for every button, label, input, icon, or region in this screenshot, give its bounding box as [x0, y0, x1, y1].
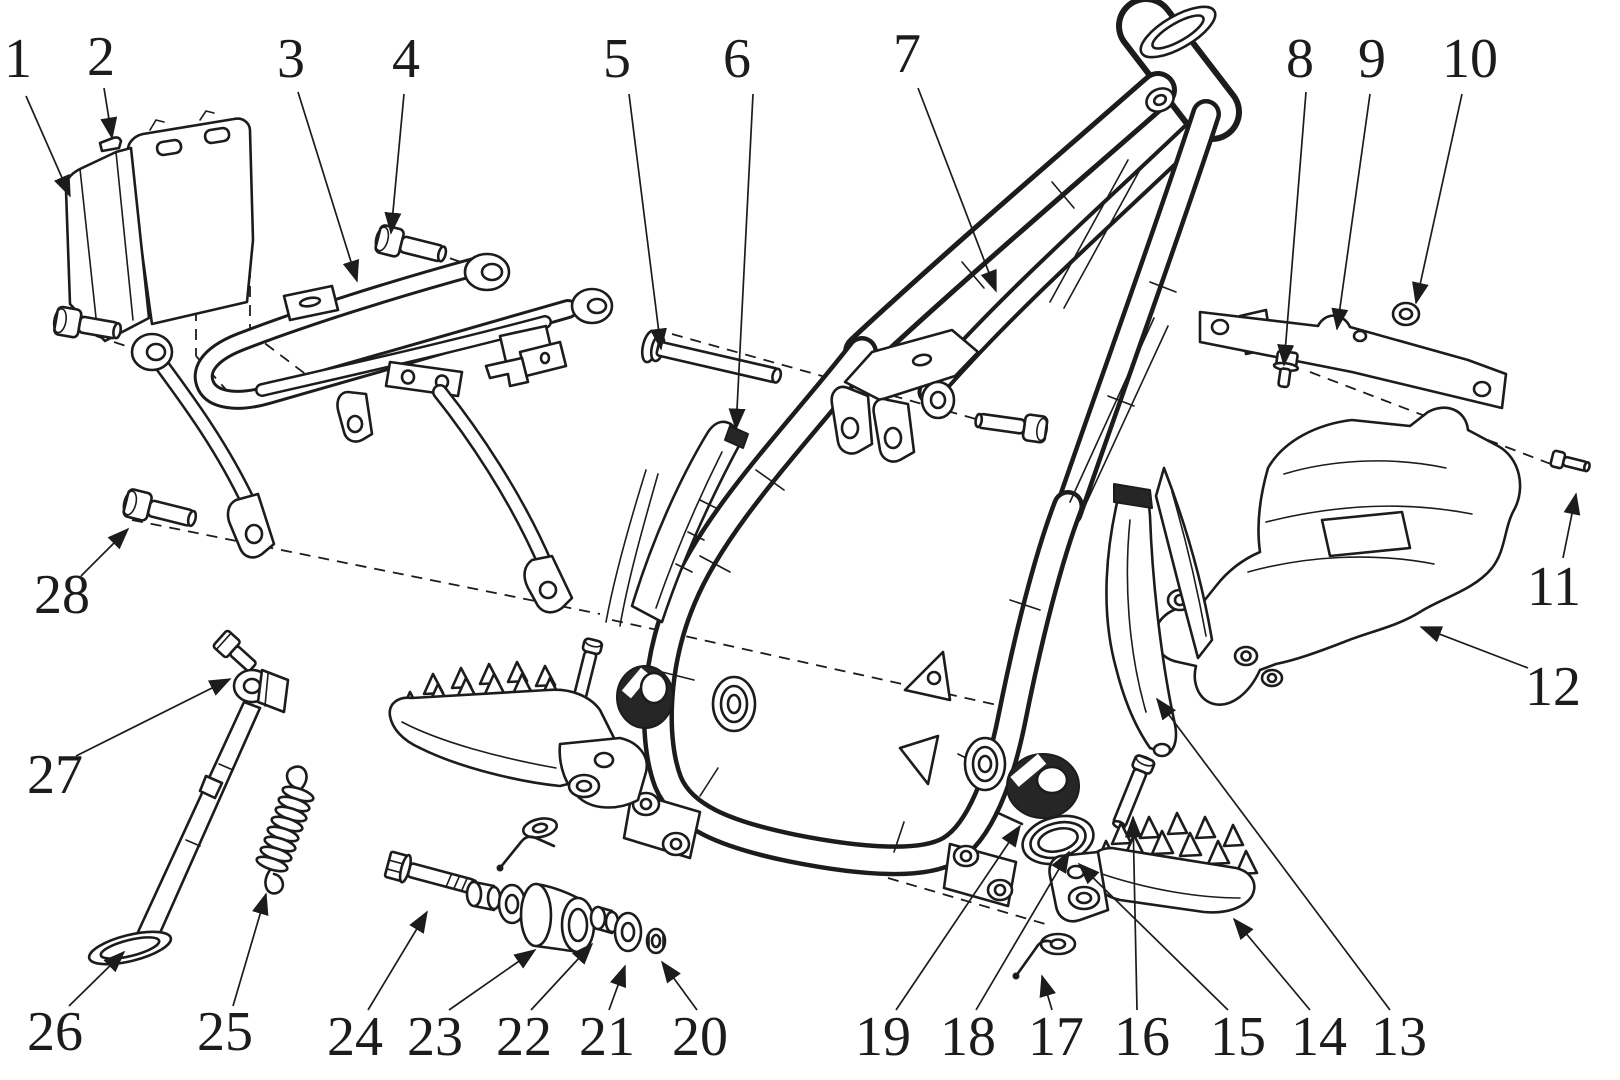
callout-1-leader	[25, 95, 71, 198]
callout-27-leader	[75, 678, 232, 757]
chain-guide-front-drawing	[605, 420, 749, 627]
kickstand-spring-drawing	[255, 765, 315, 895]
callout-5-label: 5	[603, 28, 631, 90]
callout-26-label: 26	[27, 1001, 83, 1063]
flange-nut-drawing	[1391, 301, 1421, 327]
callout-10-leader	[1412, 93, 1463, 305]
callout-28-leader	[80, 527, 130, 577]
callout-1-label: 1	[4, 28, 32, 90]
callout-23-label: 23	[407, 1006, 463, 1068]
callout-24-label: 24	[327, 1006, 383, 1068]
callout-22-leader	[530, 942, 594, 1011]
frame-side-bolt	[974, 412, 1049, 444]
roller-bearing-front	[497, 883, 527, 925]
callout-28-label: 28	[34, 564, 90, 626]
callout-12-label: 12	[1525, 656, 1581, 718]
callout-26-leader	[68, 950, 126, 1007]
roller-bolt-drawing	[383, 850, 478, 895]
callout-7-label: 7	[893, 23, 921, 85]
callout-3-leader	[297, 91, 360, 283]
chain-roller-assembly	[383, 850, 667, 955]
kickstand-drawing	[87, 668, 290, 966]
callout-14-label: 14	[1291, 1006, 1347, 1068]
callout-6-leader	[728, 93, 754, 431]
callout-16-leader	[1124, 815, 1142, 1011]
frame-grommets-and-bearings	[616, 665, 1007, 792]
callout-20-label: 20	[672, 1006, 728, 1068]
main-frame	[622, 0, 1274, 908]
footpeg-right-drawing	[1048, 811, 1259, 923]
callout-25-label: 25	[197, 1001, 253, 1063]
callout-2-label: 2	[87, 26, 115, 88]
callout-9-leader	[1331, 93, 1371, 331]
mount-bracket-strip-drawing	[1198, 310, 1508, 410]
socket-bolt-drawing	[374, 224, 448, 263]
callout-8-leader	[1277, 91, 1307, 367]
kickstand-assembly	[87, 629, 315, 966]
callout-2-leader	[100, 87, 118, 140]
callout-17-leader	[1039, 974, 1056, 1011]
callout-17-label: 17	[1028, 1006, 1084, 1068]
kickstand-bolt-drawing	[212, 629, 257, 672]
callout-11-leader	[1562, 492, 1581, 559]
callout-12-leader	[1419, 626, 1529, 669]
roller-spacer-front	[465, 880, 502, 912]
callout-8-label: 8	[1286, 28, 1314, 90]
callout-25-leader	[232, 892, 269, 1007]
callout-23-leader	[448, 949, 537, 1011]
footpeg-right-washer	[1039, 932, 1077, 956]
chain-roller-drawing	[519, 882, 596, 954]
footpeg-left-assembly	[388, 637, 649, 872]
callout-21-leader	[608, 964, 627, 1011]
pivot-pin-bolt-drawing	[640, 329, 783, 384]
callout-27-label: 27	[27, 744, 83, 806]
callout-16-label: 16	[1114, 1006, 1170, 1068]
callout-11-label: 11	[1527, 556, 1581, 618]
bearing-drawing	[613, 911, 643, 953]
footpeg-left-washer	[521, 817, 559, 839]
callout-13-leader	[1155, 697, 1391, 1011]
callout-3-label: 3	[277, 28, 305, 90]
callout-4-label: 4	[392, 28, 420, 90]
callout-14-leader	[1232, 917, 1311, 1011]
footpeg-left-cotter-pin	[496, 835, 556, 872]
footpeg-left-drawing	[388, 660, 649, 809]
skid-plate-drawing	[1153, 406, 1522, 706]
callout-10-label: 10	[1442, 28, 1498, 90]
callout-19-leader	[895, 824, 1021, 1011]
callout-15-leader	[1077, 862, 1229, 1011]
skid-plate-bolt-drawing	[1549, 449, 1591, 473]
callout-9-label: 9	[1358, 28, 1386, 90]
callout-7-leader	[917, 87, 997, 293]
callout-18-label: 18	[940, 1006, 996, 1068]
callout-19-label: 19	[855, 1006, 911, 1068]
callout-5-leader	[628, 93, 667, 351]
callout-6-label: 6	[723, 28, 751, 90]
number-plate-box-drawing	[64, 110, 255, 343]
callout-18-leader	[975, 850, 1070, 1011]
chain-slider-drawing	[1105, 466, 1214, 758]
callout-15-label: 15	[1210, 1006, 1266, 1068]
rubber-plug-drawing	[1006, 753, 1080, 819]
rear-subframe-drawing	[130, 252, 614, 614]
cotter-pin-drawing	[1012, 939, 1054, 980]
callout-24-leader	[367, 910, 428, 1011]
callout-4-leader	[384, 93, 405, 235]
callout-20-leader	[660, 960, 698, 1011]
callout-13-label: 13	[1371, 1006, 1427, 1068]
socket-bolt-battery	[52, 305, 123, 340]
lock-nut-drawing	[645, 927, 667, 955]
subframe-bolt-drawing	[122, 488, 198, 528]
callout-22-label: 22	[496, 1006, 552, 1068]
callout-21-label: 21	[579, 1006, 635, 1068]
plate-clip-drawing	[98, 136, 123, 153]
footpeg-right-assembly	[994, 754, 1259, 980]
